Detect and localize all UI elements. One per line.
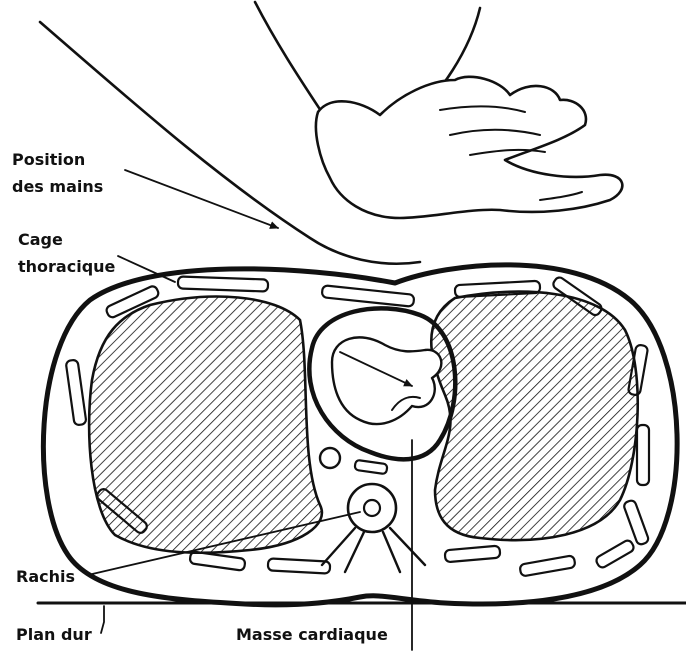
right-lung [431,292,637,540]
hard-surface-label: Plan dur [16,625,92,644]
spine-vertebra [322,484,425,572]
hands-position-label-line1: Position [12,150,85,169]
heart-mass-label: Masse cardiaque [236,625,388,644]
heart [332,337,441,424]
hands-illustration [40,2,622,264]
left-lung [89,297,322,553]
rib-cage-label-line2: thoracique [18,257,116,276]
hard-surface-pointer [101,606,104,633]
esophagus [354,460,387,474]
aorta [320,448,340,468]
spine-label: Rachis [16,567,75,586]
hands-position-label-line2: des mains [12,177,103,196]
rib-cage-label-line1: Cage [18,230,63,249]
